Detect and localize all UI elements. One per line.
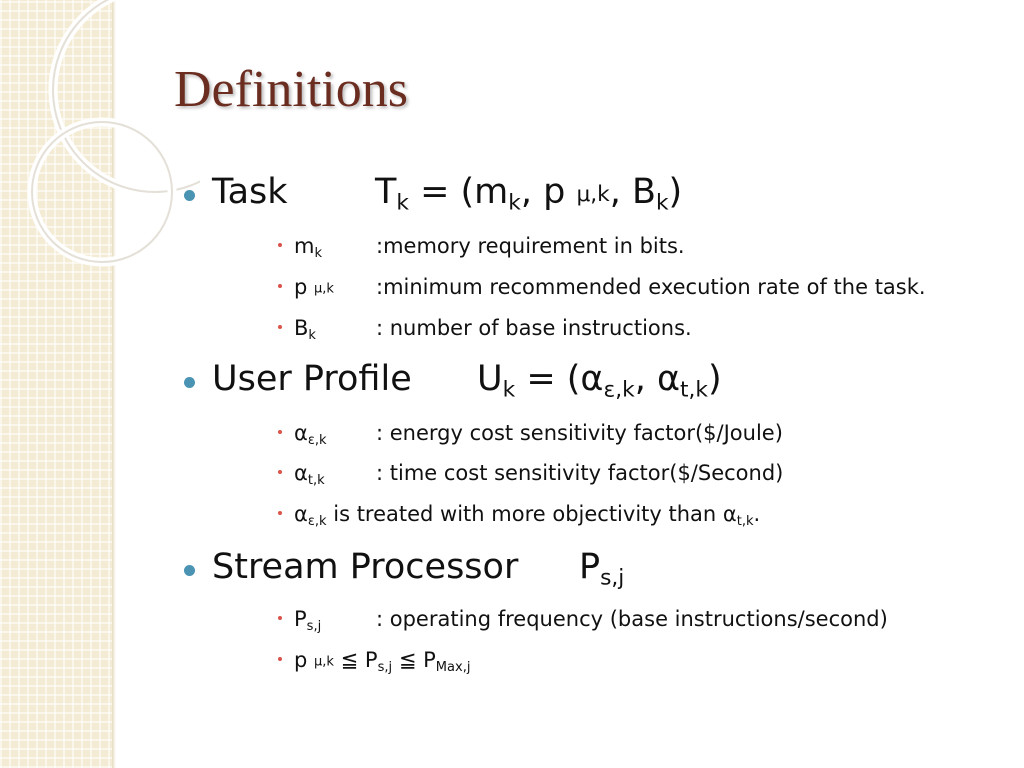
- decorative-rings: [27, 0, 200, 267]
- bullet-objectivity: [278, 511, 282, 515]
- bullet-m: [278, 243, 282, 247]
- slide-title: Definitions: [174, 61, 408, 118]
- stream-processor-item-inequality: p μ,k ≦ Ps,j ≦ PMax,j: [294, 648, 471, 675]
- bullet-p: [278, 284, 282, 288]
- stream-processor-heading: Stream Processor Ps,j: [212, 547, 624, 589]
- task-item-b: Bk : number of base instructions.: [294, 316, 692, 343]
- bullet-alpha-t: [278, 470, 282, 474]
- task-formula: Tk = (mk, p μ,k, Bk): [375, 172, 683, 216]
- user-profile-label: User Profile: [212, 359, 412, 399]
- task-heading: Task Tk = (mk, p μ,k, Bk): [212, 172, 682, 214]
- user-profile-formula: Uk = (αε,k, αt,k): [477, 359, 722, 403]
- user-profile-heading: User Profile Uk = (αε,k, αt,k): [212, 359, 722, 401]
- bullet-p-sj: [278, 616, 282, 620]
- sidebar-edge: [112, 0, 116, 768]
- bullet-alpha-e: [278, 430, 282, 434]
- bullet-stream-processor: [184, 565, 195, 576]
- user-profile-item-objectivity: αε,k is treated with more objectivity th…: [294, 502, 761, 529]
- task-item-m: mk :memory requirement in bits.: [294, 234, 685, 261]
- bullet-task: [184, 190, 195, 201]
- bullet-user-profile: [184, 377, 195, 388]
- user-profile-item-alpha-t: αt,k : time cost sensitivity factor($/Se…: [294, 461, 784, 488]
- task-item-p: p μ,k :minimum recommended execution rat…: [294, 275, 926, 299]
- bullet-b: [278, 325, 282, 329]
- user-profile-item-alpha-e: αε,k : energy cost sensitivity factor($/…: [294, 421, 783, 448]
- stream-processor-formula: Ps,j: [579, 547, 625, 591]
- task-label: Task: [212, 172, 288, 212]
- stream-processor-label: Stream Processor: [212, 547, 519, 587]
- bullet-inequality: [278, 657, 282, 661]
- stream-processor-item-frequency: Ps,j : operating frequency (base instruc…: [294, 607, 888, 634]
